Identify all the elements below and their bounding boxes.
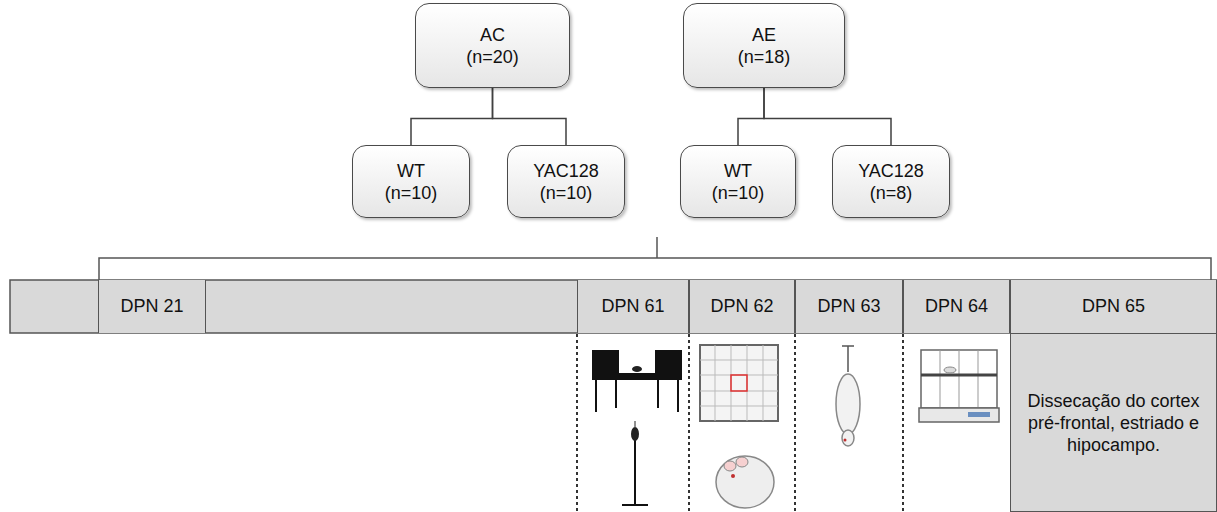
rat-ear bbox=[736, 457, 748, 467]
node-label: AC bbox=[480, 24, 505, 46]
light-dark-box-icon bbox=[592, 350, 682, 412]
timeline-day: DPN 64 bbox=[903, 280, 1010, 333]
timeline-day: DPN 63 bbox=[795, 280, 903, 333]
tree-connector bbox=[493, 88, 567, 145]
mouse-body bbox=[836, 374, 860, 434]
node-label: (n=8) bbox=[870, 182, 913, 204]
node-label: Dissecação do cortex pré-frontal, estria… bbox=[1021, 390, 1206, 456]
group-box: AE(n=18) bbox=[683, 3, 845, 88]
day-divider bbox=[902, 334, 904, 512]
node-label: DPN 61 bbox=[601, 296, 664, 317]
mouse bbox=[632, 366, 642, 372]
timeline-day: DPN 62 bbox=[689, 280, 795, 333]
rat-body bbox=[716, 456, 774, 508]
leg bbox=[657, 380, 659, 408]
rat-eye bbox=[731, 474, 735, 478]
procedure-box: Dissecação do cortex pré-frontal, estria… bbox=[1010, 333, 1217, 512]
grid bbox=[700, 345, 778, 421]
node-label: (n=18) bbox=[738, 46, 791, 68]
leg bbox=[615, 380, 617, 408]
node-label: (n=10) bbox=[385, 182, 438, 204]
tree-connector bbox=[738, 88, 764, 145]
node-label: DPN 64 bbox=[925, 296, 988, 317]
node-label: YAC128 bbox=[533, 160, 599, 182]
dark-chamber bbox=[655, 350, 682, 380]
timeline-band bbox=[10, 280, 1217, 333]
center-zone bbox=[731, 375, 747, 391]
node-label: (n=20) bbox=[466, 46, 519, 68]
day-dividers bbox=[577, 334, 903, 512]
node-label: YAC128 bbox=[858, 160, 924, 182]
node-label: DPN 63 bbox=[817, 296, 880, 317]
rotarod-dividers bbox=[940, 350, 978, 408]
node-label: DPN 65 bbox=[1082, 296, 1145, 317]
genotype-box: YAC128(n=10) bbox=[507, 145, 625, 218]
mouse-head bbox=[842, 430, 854, 446]
rotarod-icon bbox=[919, 350, 999, 422]
rotarod-rod bbox=[921, 374, 997, 377]
node-label: AE bbox=[752, 24, 776, 46]
pole-test-icon bbox=[622, 421, 648, 505]
node-label: (n=10) bbox=[540, 182, 593, 204]
rat-ear bbox=[724, 461, 736, 471]
node-label: WT bbox=[724, 160, 752, 182]
mouse-eye bbox=[844, 439, 847, 442]
arena bbox=[700, 345, 778, 421]
node-label: DPN 21 bbox=[120, 296, 183, 317]
leg bbox=[595, 380, 597, 412]
tree-connector bbox=[411, 88, 493, 145]
hook bbox=[842, 345, 854, 347]
dark-chamber bbox=[592, 350, 619, 380]
node-label: (n=10) bbox=[712, 182, 765, 204]
day-divider bbox=[794, 334, 796, 512]
genotype-box: YAC128(n=8) bbox=[832, 145, 950, 218]
open-field-icon bbox=[700, 345, 778, 421]
rotarod-base bbox=[919, 408, 999, 422]
rotarod-frame bbox=[921, 350, 997, 408]
tree-connector bbox=[764, 88, 891, 145]
genotype-box: WT(n=10) bbox=[352, 145, 470, 218]
day-divider bbox=[576, 334, 578, 512]
grooming-rat-icon bbox=[716, 456, 774, 508]
mouse bbox=[631, 427, 639, 441]
genotype-box: WT(n=10) bbox=[680, 145, 796, 218]
tail bbox=[635, 421, 636, 427]
timeline-day: DPN 21 bbox=[98, 280, 206, 333]
pole bbox=[634, 440, 636, 505]
node-label: DPN 62 bbox=[710, 296, 773, 317]
day-divider bbox=[688, 334, 690, 512]
timeline-day: DPN 65 bbox=[1010, 280, 1217, 333]
pole-base bbox=[622, 504, 648, 506]
tail-suspension-icon bbox=[836, 346, 860, 446]
mouse bbox=[944, 367, 956, 373]
group-box: AC(n=20) bbox=[415, 3, 570, 88]
string bbox=[847, 346, 849, 372]
rotarod-display bbox=[968, 412, 990, 417]
leg bbox=[677, 380, 679, 412]
bracket-tick bbox=[656, 237, 658, 258]
corridor bbox=[619, 373, 655, 380]
node-label: WT bbox=[397, 160, 425, 182]
timeline-day: DPN 61 bbox=[577, 280, 689, 333]
